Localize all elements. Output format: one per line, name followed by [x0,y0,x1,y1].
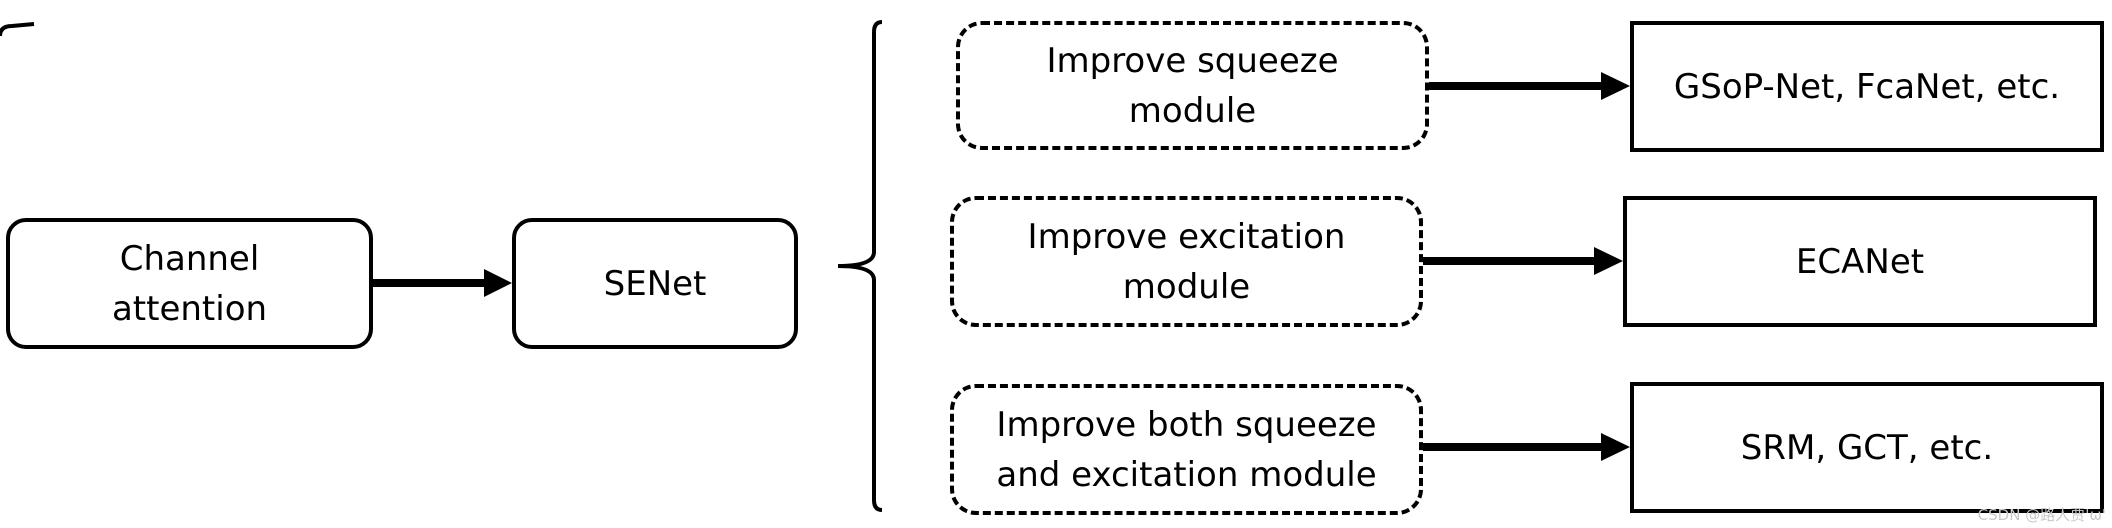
node-channel-attention-line1: Channel [119,238,260,279]
node-channel-attention-line2: attention [111,288,268,329]
arrow-both-to-srm [1423,433,1630,461]
node-improve-excitation-line1: Improve excitation [1027,216,1346,257]
watermark: CSDN @路人贾'ω' [1977,506,2106,524]
node-improve-excitation: Improve excitation module [950,196,1423,327]
node-senet: SENet [512,218,798,349]
node-channel-attention: Channel attention [6,218,373,349]
node-improve-squeeze-line2: module [1128,90,1257,131]
node-improve-squeeze-line1: Improve squeeze [1046,40,1339,81]
arrow-excitation-to-ecanet [1423,247,1623,275]
node-improve-squeeze: Improve squeeze module [956,21,1429,150]
node-gsop-fcanet: GSoP-Net, FcaNet, etc. [1630,21,2104,152]
node-improve-both-line2: and excitation module [996,454,1377,495]
node-improve-both-line1: Improve both squeeze [996,404,1377,445]
node-ecanet: ECANet [1623,196,2097,327]
node-srm-gct: SRM, GCT, etc. [1630,382,2104,513]
node-srm-gct-label: SRM, GCT, etc. [1740,427,1994,468]
partial-bracket-top-left [0,22,35,37]
node-improve-both: Improve both squeeze and excitation modu… [950,384,1423,515]
group-curly-brace [837,20,883,512]
arrow-channel-to-senet [373,269,512,297]
node-gsop-fcanet-label: GSoP-Net, FcaNet, etc. [1673,66,2061,107]
node-ecanet-label: ECANet [1795,241,1925,282]
node-improve-excitation-line2: module [1122,266,1251,307]
arrow-squeeze-to-gsop [1429,72,1630,100]
node-senet-label: SENet [603,263,707,304]
